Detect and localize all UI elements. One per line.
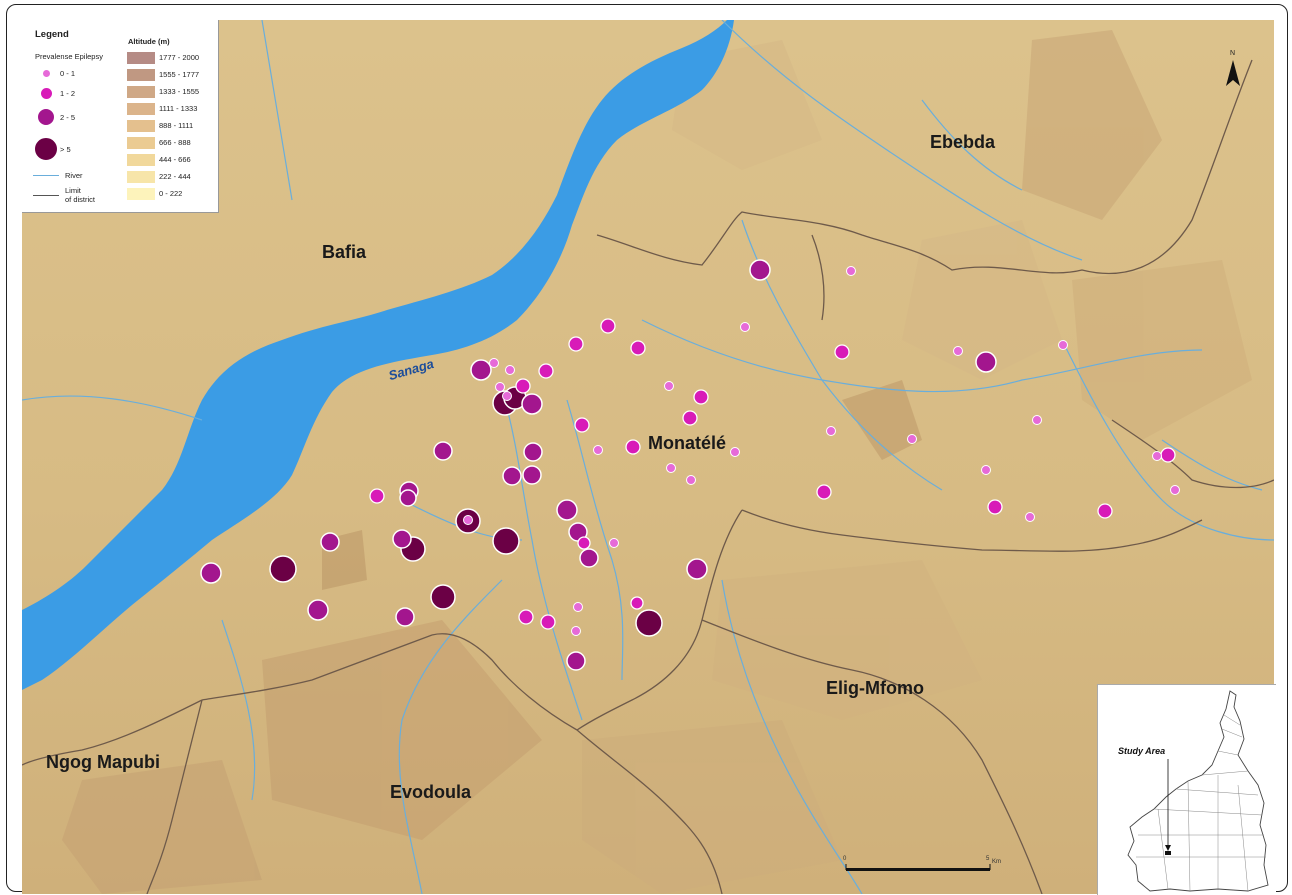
legend-label: 666 - 888 [159,138,191,147]
legend-label: > 5 [60,144,71,154]
swatch [127,102,155,115]
district-boundaries [22,59,1274,894]
legend-altitude-title: Altitude (m) [128,37,170,46]
inset-label: Study Area [1118,746,1166,756]
legend-item-alt: 1333 - 1555 [127,84,213,99]
legend-label: 888 - 1111 [159,121,194,130]
legend-item-alt: 666 - 888 [127,135,213,150]
legend-symbol-river [33,174,59,176]
legend-label: River [65,170,83,180]
scale-tick: 5 [986,856,990,862]
legend-symbol-2-5 [37,108,55,126]
legend-label: 0 - 1 [60,68,76,78]
place-label-ebebda: Ebebda [930,132,996,152]
legend-label: 1333 - 1555 [159,87,200,96]
legend-label: 444 - 666 [159,155,191,164]
legend-item-alt: 1111 - 1333 [127,101,213,116]
relief-shading [62,30,1252,894]
legend-label: of district [65,195,96,204]
legend-label: Limit [65,186,81,195]
place-label-ngog-mapubi: Ngog Mapubi [46,752,160,772]
legend-symbol-district-limit [33,194,59,196]
legend-item-alt: 1555 - 1777 [127,67,213,82]
north-arrow: N [1222,50,1244,90]
swatch [127,119,155,132]
legend-label: 2 - 5 [60,112,76,122]
swatch [127,51,155,64]
north-arrow-icon [1226,60,1240,86]
legend-prevalence-title: Prevalense Epilepsy [35,52,103,61]
legend-item-prev-0: 0 - 1 [32,64,117,82]
map-svg [22,20,1274,894]
place-label-evodoula: Evodoula [390,782,472,802]
legend-item-alt: 444 - 666 [127,152,213,167]
legend-item-alt: 0 - 222 [127,186,213,201]
legend-label: 1555 - 1777 [159,70,200,79]
map-legend: Legend Prevalense Epilepsy Altitude (m) … [22,20,219,213]
north-label: N [1230,50,1236,57]
legend-item-alt: 1777 - 2000 [127,50,213,65]
swatch [127,170,155,183]
place-label-elig-mfomo: Elig-Mfomo [826,678,924,698]
cameroon-outline-icon [1127,690,1269,892]
legend-label: 1 - 2 [60,88,76,98]
inset-map: Study Area [1097,684,1276,895]
scale-tick: 0 [843,856,847,862]
map-canvas[interactable]: Bafia Ebebda Monatélé Elig-Mfomo Ngog Ma… [22,20,1274,894]
legend-label: 0 - 222 [159,189,183,198]
legend-symbol-0-1 [41,68,51,78]
swatch [127,187,155,200]
scale-bar: 0 5 Km [840,856,1001,876]
scale-unit: Km [992,859,1001,865]
swatch [127,68,155,81]
legend-symbol-gt5 [34,137,58,161]
legend-label: 1777 - 2000 [159,53,200,62]
legend-item-prev-2: 2 - 5 [32,108,117,126]
swatch [127,153,155,166]
swatch [127,136,155,149]
legend-item-river: River [32,166,117,184]
legend-item-alt: 888 - 1111 [127,118,213,133]
legend-item-prev-3: > 5 [32,137,117,161]
scale-bar-graphic [845,864,991,871]
legend-item-limit: Limit of district [32,182,117,208]
sanaga-water [22,20,734,690]
swatch [127,85,155,98]
legend-label: 1111 - 1333 [159,104,198,113]
legend-item-prev-1: 1 - 2 [32,84,117,102]
place-label-monatele: Monatélé [648,433,727,453]
legend-item-alt: 222 - 444 [127,169,213,184]
legend-symbol-1-2 [39,86,53,100]
legend-title: Legend [35,29,69,40]
legend-label: 222 - 444 [159,172,191,181]
place-label-bafia: Bafia [322,242,367,262]
